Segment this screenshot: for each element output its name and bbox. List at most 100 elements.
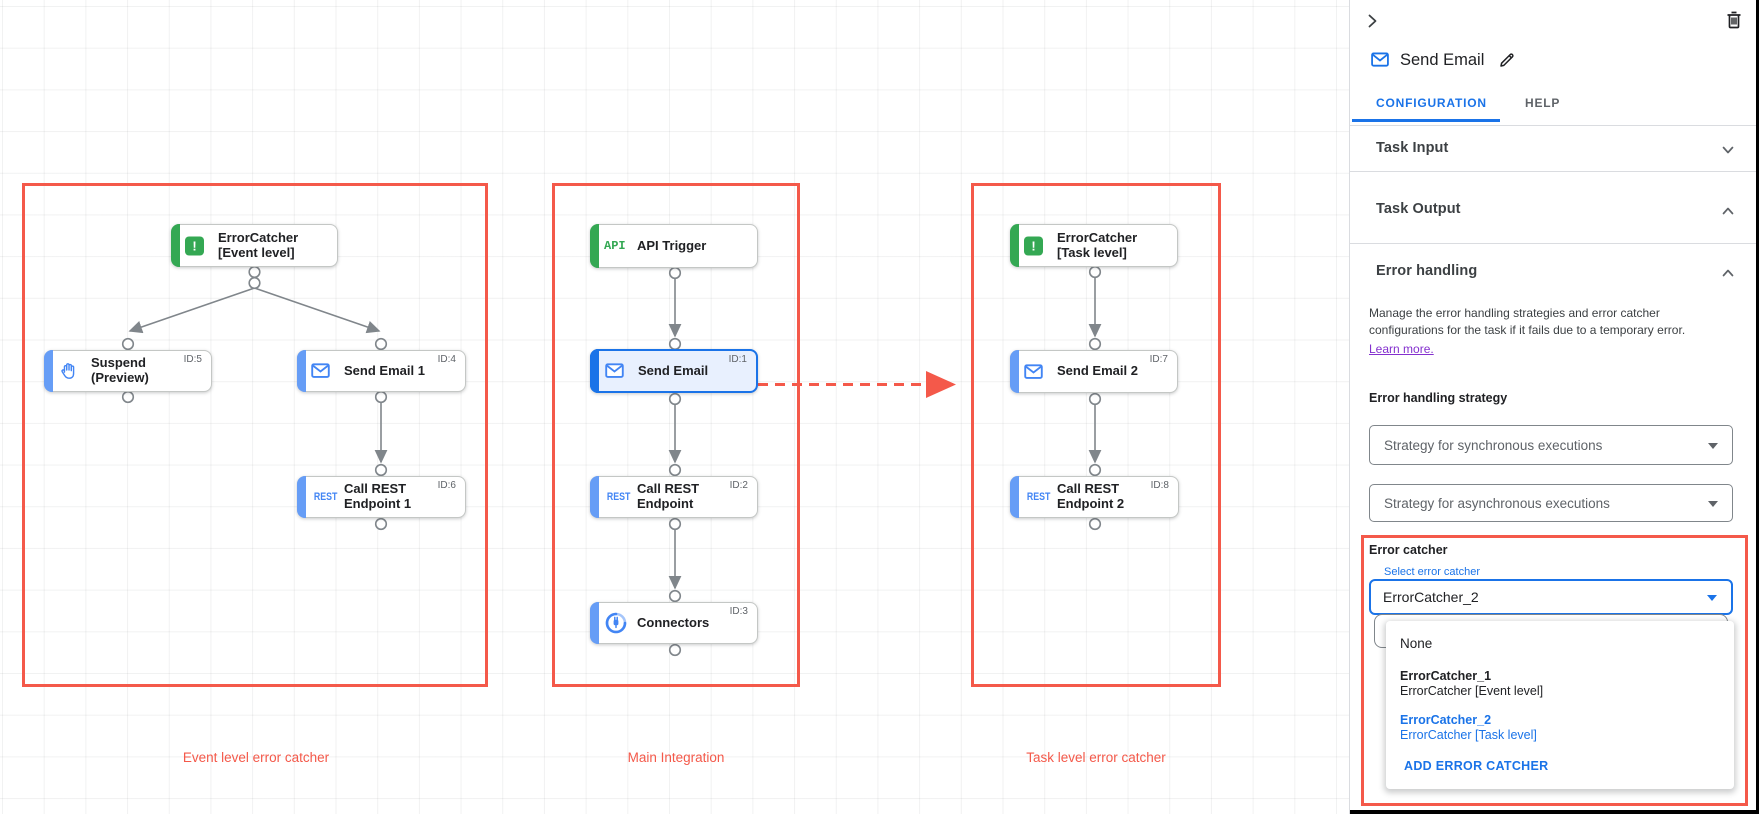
- select-error-catcher-dropdown[interactable]: ErrorCatcher_2: [1369, 579, 1733, 615]
- node-id-badge: ID:2: [729, 480, 748, 491]
- node-color-bar: [590, 476, 599, 518]
- collapse-panel-button[interactable]: [1363, 12, 1381, 30]
- error-catcher-icon: !: [1024, 236, 1043, 255]
- async-strategy-dropdown[interactable]: Strategy for asynchronous executions: [1369, 484, 1733, 522]
- pencil-icon: [1499, 52, 1515, 68]
- group-caption-event-level: Event level error catcher: [182, 750, 330, 765]
- node-id-badge: ID:1: [728, 354, 747, 365]
- select-error-catcher-label: Select error catcher: [1380, 566, 1484, 578]
- section-error-handling[interactable]: Error handling: [1376, 263, 1478, 279]
- node-label: Suspend(Preview): [91, 355, 149, 385]
- node-color-bar: [297, 476, 306, 518]
- group-caption-task-level: Task level error catcher: [1026, 750, 1166, 765]
- error-handling-strategy-label: Error handling strategy: [1369, 391, 1508, 405]
- node-label: API Trigger: [637, 237, 707, 253]
- error-handling-description-line2: configurations for the task if it fails …: [1369, 323, 1686, 337]
- section-task-input[interactable]: Task Input: [1376, 140, 1449, 156]
- node-id-badge: ID:3: [729, 606, 748, 617]
- group-caption-main-integration: Main Integration: [627, 750, 725, 765]
- node-label: Send Email: [638, 362, 709, 378]
- learn-more-link[interactable]: Learn more.: [1369, 342, 1434, 356]
- node-color-bar: [297, 350, 306, 392]
- rest-icon: REST: [606, 491, 631, 503]
- panel-title: Send Email: [1400, 51, 1485, 69]
- node-error-catcher-task[interactable]: ! ErrorCatcher[Task level]: [1010, 224, 1178, 267]
- mail-icon: [311, 363, 330, 379]
- integration-canvas[interactable]: Event level error catcher Main Integratio…: [0, 0, 1349, 814]
- screen-right-edge: [1756, 0, 1759, 814]
- dropdown-caret-icon: [1708, 501, 1718, 507]
- node-suspend[interactable]: Suspend(Preview) ID:5: [44, 350, 212, 392]
- node-id-badge: ID:7: [1149, 354, 1168, 365]
- mail-icon: [1371, 52, 1389, 68]
- trash-icon: [1726, 11, 1742, 29]
- dropdown-caret-icon: [1707, 595, 1717, 601]
- node-color-bar: [171, 224, 180, 267]
- tab-help[interactable]: HELP: [1525, 96, 1561, 110]
- tab-configuration[interactable]: CONFIGURATION: [1376, 96, 1487, 110]
- delete-task-button[interactable]: [1726, 11, 1742, 29]
- mail-icon: [1024, 363, 1043, 380]
- edit-title-button[interactable]: [1499, 52, 1515, 68]
- node-label: ErrorCatcher[Task level]: [1057, 229, 1138, 260]
- node-api-trigger[interactable]: API API Trigger: [590, 224, 758, 268]
- error-catcher-label: Error catcher: [1369, 543, 1448, 557]
- node-label: Send Email 1: [344, 362, 425, 378]
- sync-strategy-value: Strategy for synchronous executions: [1384, 437, 1603, 453]
- node-color-bar: [590, 602, 599, 644]
- select-error-catcher-value: ErrorCatcher_2: [1383, 589, 1479, 605]
- chevron-down-icon[interactable]: [1721, 143, 1735, 157]
- async-strategy-value: Strategy for asynchronous executions: [1384, 495, 1610, 511]
- sync-strategy-dropdown[interactable]: Strategy for synchronous executions: [1369, 425, 1733, 465]
- node-color-bar: [1010, 350, 1019, 393]
- add-error-catcher-button[interactable]: ADD ERROR CATCHER: [1404, 759, 1549, 773]
- active-tab-underline: [1352, 119, 1500, 122]
- node-label: ErrorCatcher[Event level]: [218, 229, 299, 260]
- chevron-right-icon: [1363, 12, 1381, 30]
- node-color-bar: [44, 350, 53, 392]
- node-error-catcher-event[interactable]: ! ErrorCatcher[Event level]: [171, 224, 338, 267]
- dropdown-caret-icon: [1708, 443, 1718, 449]
- task-config-panel: Send Email CONFIGURATION HELP Task Input…: [1349, 0, 1759, 814]
- chevron-up-icon[interactable]: [1721, 204, 1735, 218]
- node-send-email-2[interactable]: Send Email 2 ID:7: [1010, 350, 1178, 393]
- section-task-output[interactable]: Task Output: [1376, 201, 1461, 217]
- error-catcher-icon: !: [185, 236, 204, 255]
- hand-icon: [58, 362, 77, 381]
- node-id-badge: ID:8: [1150, 480, 1169, 491]
- screen-bottom-edge: [1350, 810, 1759, 814]
- chevron-up-icon[interactable]: [1721, 266, 1735, 280]
- divider: [1350, 171, 1759, 172]
- api-icon: API: [604, 239, 626, 253]
- node-connectors[interactable]: Connectors ID:3: [590, 602, 758, 644]
- node-label: Send Email 2: [1057, 363, 1138, 379]
- node-id-badge: ID:6: [437, 480, 456, 491]
- connector-icon: [604, 611, 628, 635]
- rest-icon: REST: [1026, 491, 1051, 503]
- menu-item-none[interactable]: None: [1400, 636, 1433, 651]
- rest-icon: REST: [313, 491, 338, 503]
- error-handling-description-line1: Manage the error handling strategies and…: [1369, 306, 1660, 320]
- node-color-bar: [590, 224, 599, 268]
- divider: [1350, 243, 1759, 244]
- node-send-email[interactable]: Send Email ID:1: [590, 349, 758, 393]
- node-color-bar: [1010, 224, 1019, 267]
- edges-layer: [121, 254, 1102, 657]
- mail-icon: [605, 363, 624, 379]
- node-id-badge: ID:5: [183, 354, 202, 365]
- node-color-bar: [590, 349, 599, 393]
- node-color-bar: [1010, 476, 1019, 518]
- divider: [1350, 125, 1759, 126]
- node-label: Connectors: [637, 614, 710, 630]
